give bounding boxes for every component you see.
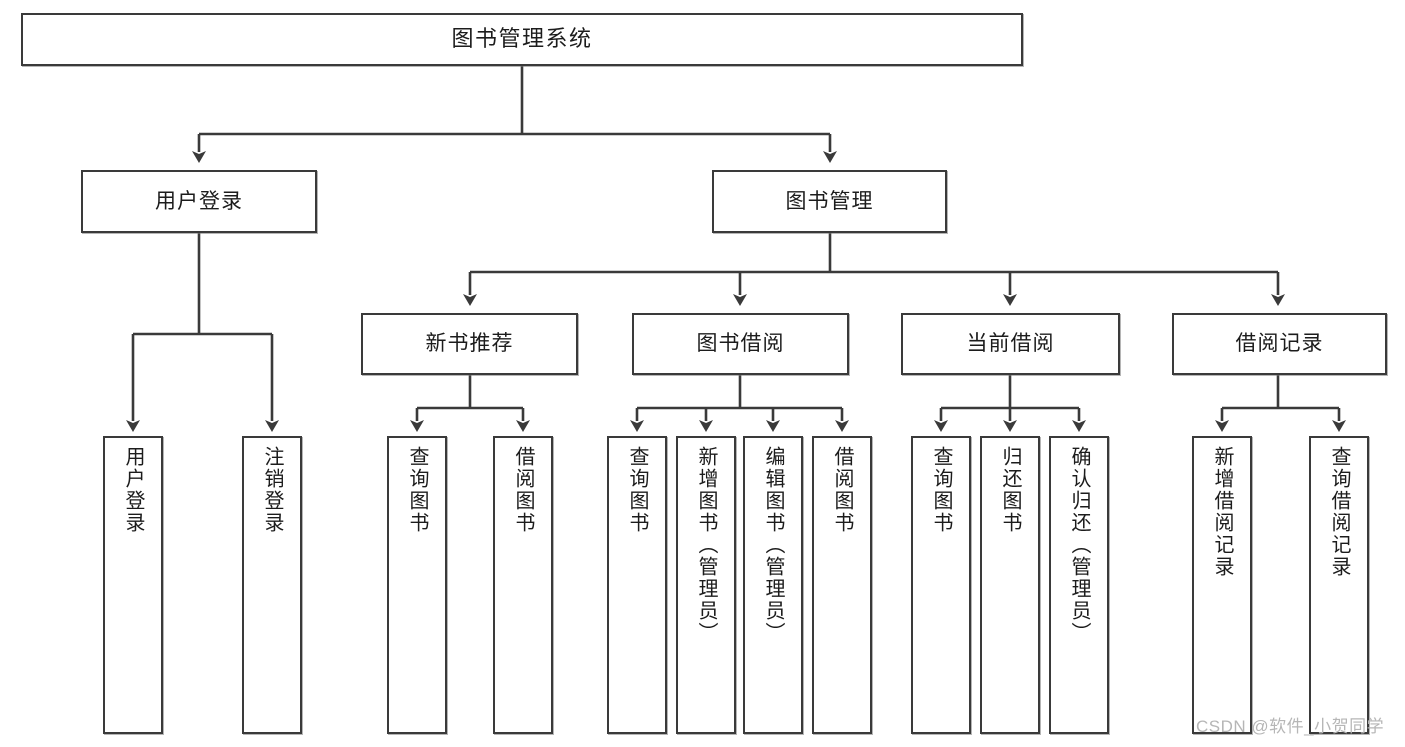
node-label: 当前借阅 xyxy=(966,332,1055,356)
leaf-borrow-add-book[interactable]: 新增图书（管理员） xyxy=(676,436,736,734)
leaf-borrow-borrow-book[interactable]: 借阅图书 xyxy=(812,436,872,734)
node-label: 查询图书 xyxy=(626,446,648,534)
leaf-current-confirm-return[interactable]: 确认归还（管理员） xyxy=(1049,436,1109,734)
node-new-book-recommend[interactable]: 新书推荐 xyxy=(361,313,578,375)
node-user-login[interactable]: 用户登录 xyxy=(81,170,317,233)
node-label: 用户登录 xyxy=(122,446,144,534)
node-label: 编辑图书（管理员） xyxy=(762,446,784,644)
node-label: 归还图书 xyxy=(999,446,1021,534)
node-book-management[interactable]: 图书管理 xyxy=(712,170,947,233)
leaf-new-book-query[interactable]: 查询图书 xyxy=(387,436,447,734)
leaf-user-login[interactable]: 用户登录 xyxy=(103,436,163,734)
leaf-user-logout[interactable]: 注销登录 xyxy=(242,436,302,734)
node-label: 借阅图书 xyxy=(512,446,534,534)
leaf-borrow-edit-book[interactable]: 编辑图书（管理员） xyxy=(743,436,803,734)
leaf-record-query[interactable]: 查询借阅记录 xyxy=(1309,436,1369,734)
node-label: 用户登录 xyxy=(155,189,243,213)
leaf-record-add[interactable]: 新增借阅记录 xyxy=(1192,436,1252,734)
node-label: 确认归还（管理员） xyxy=(1068,446,1090,644)
node-label: 注销登录 xyxy=(261,446,283,534)
node-label: 借阅记录 xyxy=(1235,332,1324,356)
node-root-system[interactable]: 图书管理系统 xyxy=(21,13,1023,66)
node-label: 图书管理系统 xyxy=(451,26,593,52)
node-label: 图书管理 xyxy=(785,189,874,213)
node-label: 图书借阅 xyxy=(696,332,785,356)
node-label: 新增借阅记录 xyxy=(1211,446,1233,578)
csdn-watermark: CSDN @软件_小贺同学 xyxy=(1196,717,1385,736)
node-label: 新书推荐 xyxy=(425,332,514,356)
node-label: 查询图书 xyxy=(930,446,952,534)
node-label: 新增图书（管理员） xyxy=(695,446,717,644)
node-book-borrow[interactable]: 图书借阅 xyxy=(632,313,849,375)
leaf-current-query-book[interactable]: 查询图书 xyxy=(911,436,971,734)
node-label: 借阅图书 xyxy=(831,446,853,534)
node-current-borrow[interactable]: 当前借阅 xyxy=(901,313,1120,375)
node-label: 查询图书 xyxy=(406,446,428,534)
leaf-current-return-book[interactable]: 归还图书 xyxy=(980,436,1040,734)
leaf-borrow-query-book[interactable]: 查询图书 xyxy=(607,436,667,734)
node-label: 查询借阅记录 xyxy=(1328,446,1350,578)
node-borrow-record[interactable]: 借阅记录 xyxy=(1172,313,1387,375)
leaf-new-book-borrow[interactable]: 借阅图书 xyxy=(493,436,553,734)
